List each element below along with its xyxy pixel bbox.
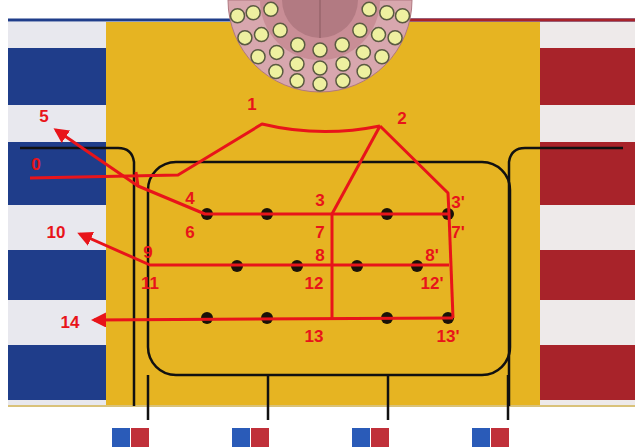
ball (335, 38, 349, 52)
ball (396, 9, 410, 23)
ball (313, 43, 327, 57)
callout-number: 11 (141, 275, 159, 292)
ball (372, 28, 386, 42)
robot-route (30, 124, 453, 320)
callout-number: 4 (185, 190, 194, 207)
ball (291, 38, 305, 52)
ball (269, 64, 283, 78)
field-lines (20, 148, 623, 420)
ball (375, 50, 389, 64)
callout-number: 12 (305, 275, 324, 292)
start-tiles (112, 428, 509, 447)
callout-number: 13 (305, 328, 324, 345)
ball (336, 74, 350, 88)
callout-number: 8 (315, 247, 324, 264)
blue-zone (8, 22, 106, 405)
ball (353, 23, 367, 37)
callout-number: 7' (451, 224, 465, 241)
center-goal (228, 0, 412, 92)
ball (290, 57, 304, 71)
ball (313, 77, 327, 91)
ball (273, 23, 287, 37)
callout-number: 8' (425, 247, 439, 264)
ball (270, 45, 284, 59)
callout-number: 6 (185, 224, 194, 241)
ball (388, 31, 402, 45)
ball (336, 57, 350, 71)
ball (238, 31, 252, 45)
callout-number: 5 (39, 108, 48, 125)
callout-number: 3' (451, 194, 465, 211)
callout-number: 7 (315, 224, 324, 241)
ball (251, 50, 265, 64)
ball (362, 2, 376, 16)
callout-number: 3 (315, 192, 324, 209)
red-zone (540, 22, 635, 405)
callout-number: 10 (47, 224, 66, 241)
ball (357, 64, 371, 78)
ball (380, 6, 394, 20)
callout-number: 2 (397, 110, 406, 127)
callout-number: 13' (437, 328, 460, 345)
ball (264, 2, 278, 16)
ball (254, 28, 268, 42)
ball (246, 6, 260, 20)
callout-number: 12' (421, 275, 444, 292)
ball (313, 61, 327, 75)
callout-number: 14 (61, 314, 80, 331)
callout-number: 1 (247, 96, 256, 113)
field-floor (106, 22, 540, 405)
ball (230, 9, 244, 23)
ball (356, 45, 370, 59)
callout-number: 9 (143, 244, 152, 261)
callout-number: 0 (31, 156, 40, 173)
ball (290, 74, 304, 88)
